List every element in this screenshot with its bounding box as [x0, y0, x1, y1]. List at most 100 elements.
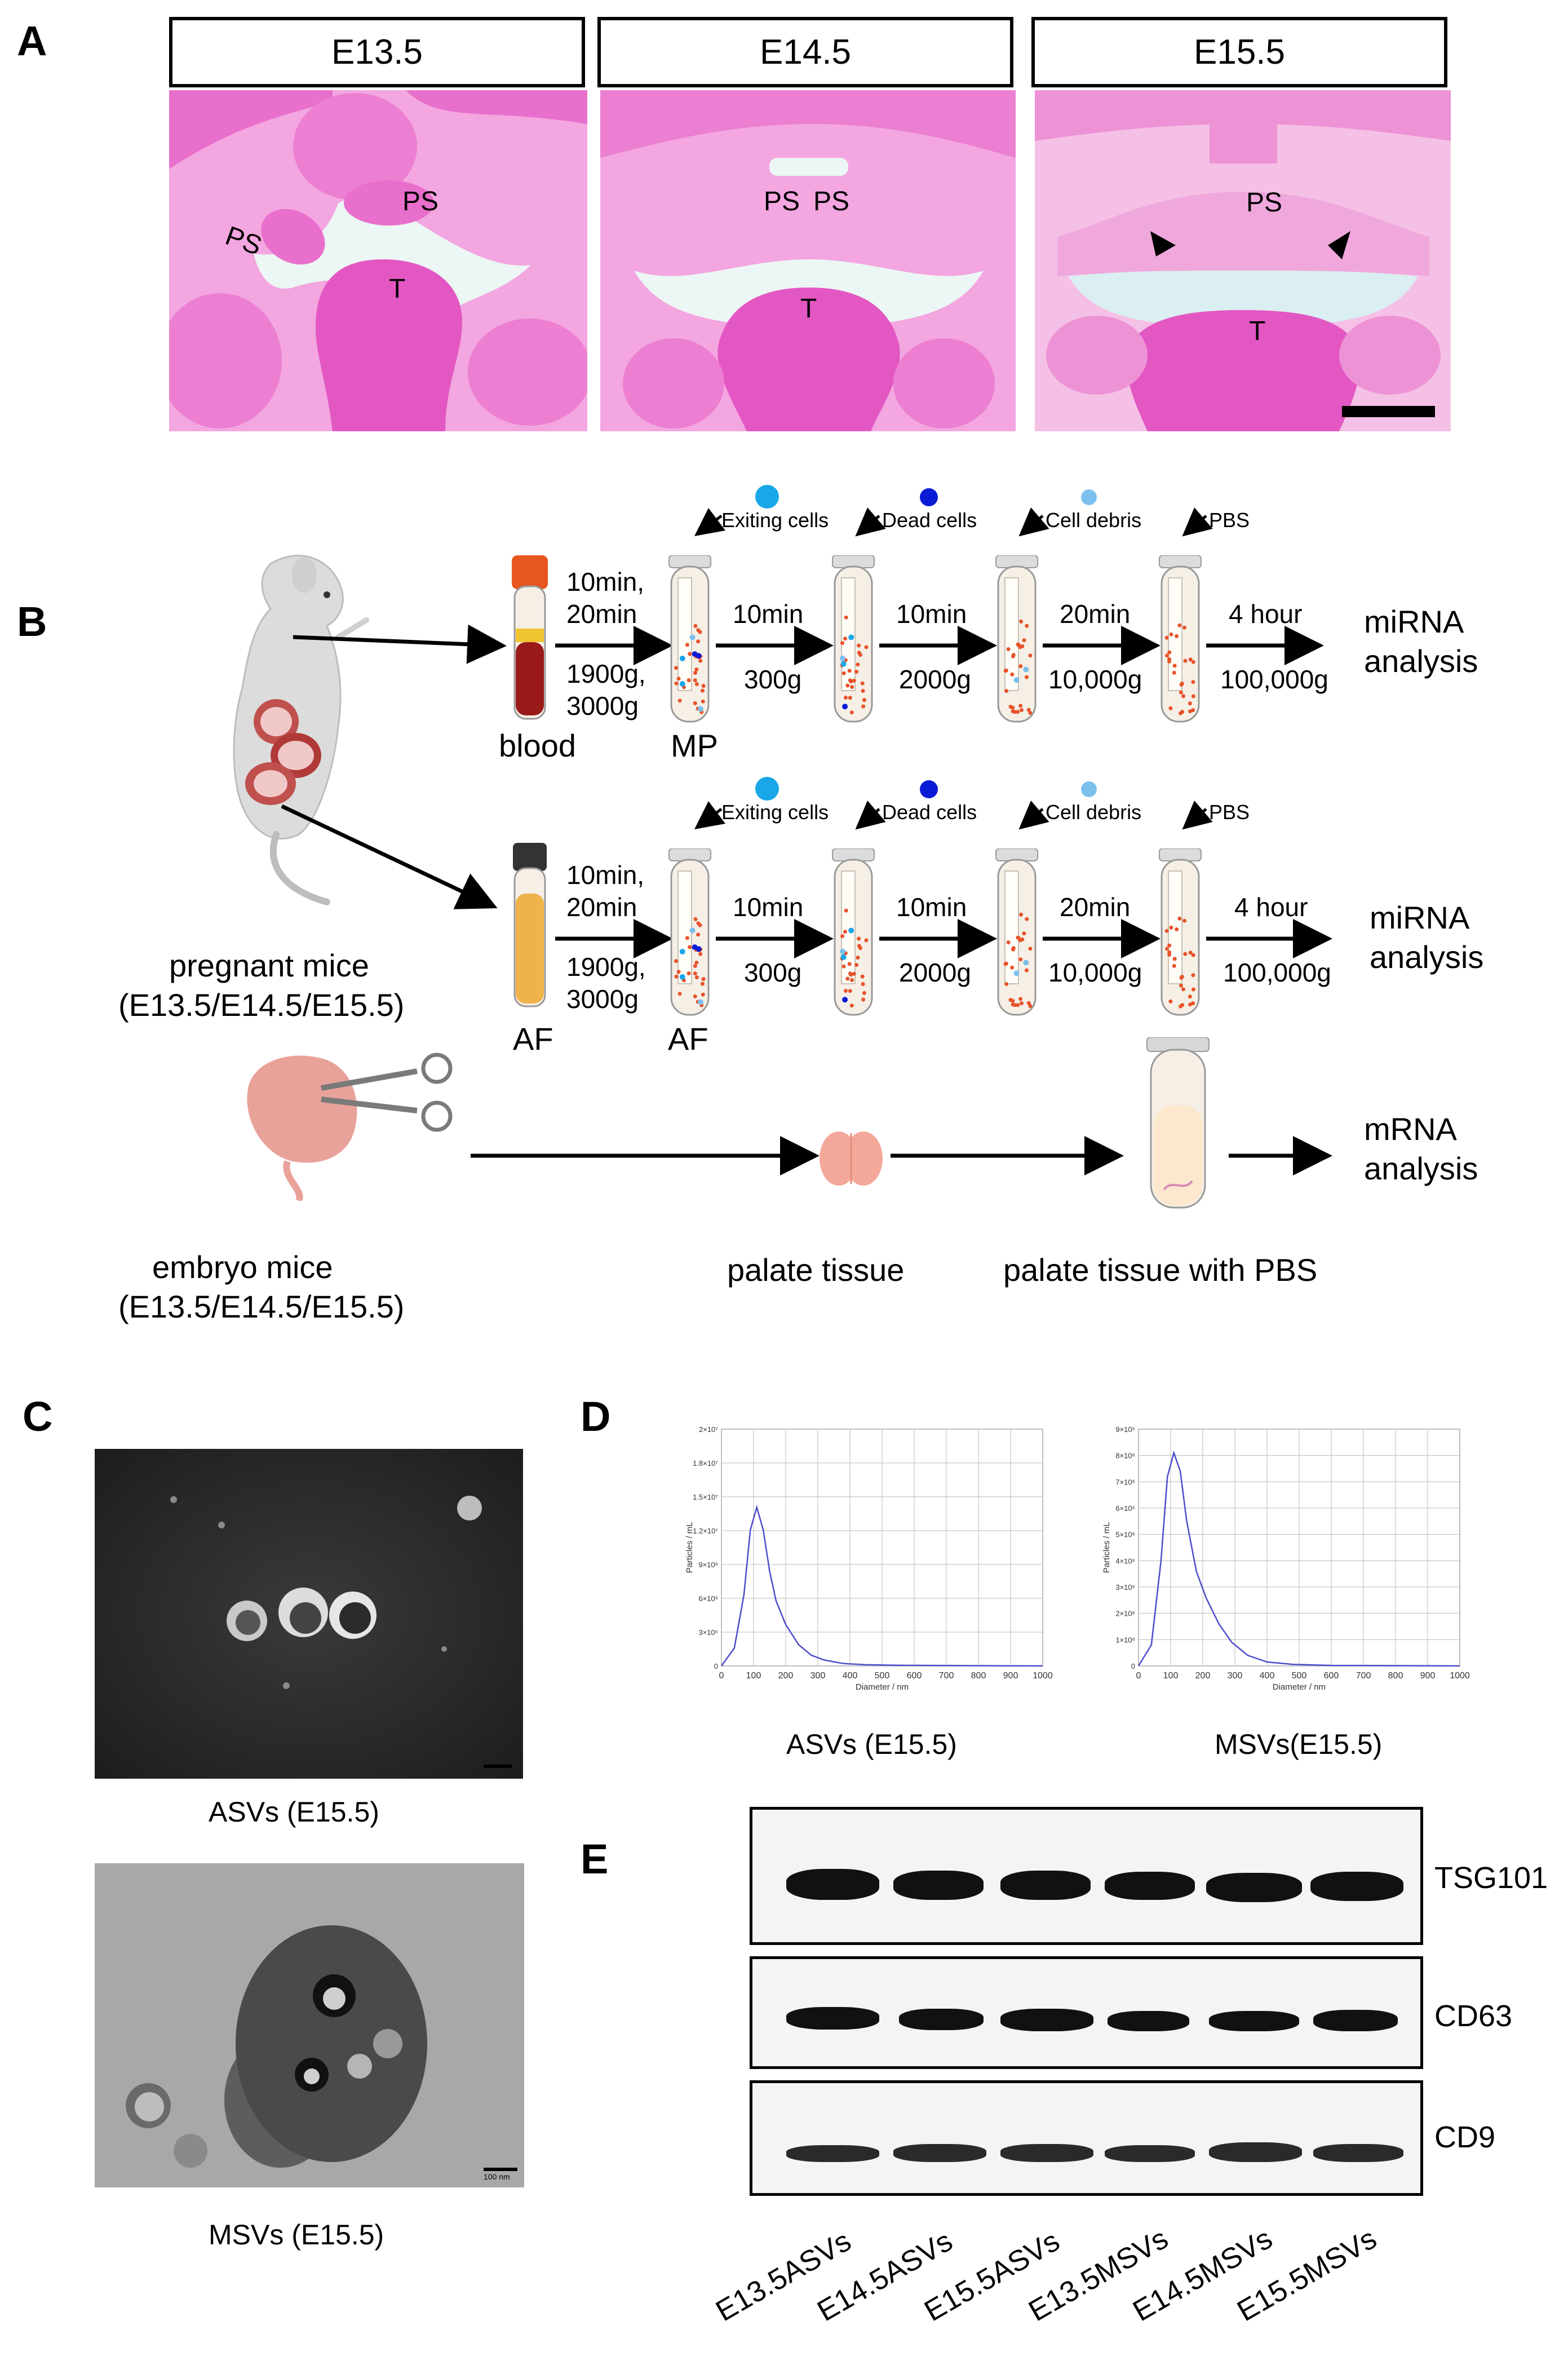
y-tick-label: 1.8×10⁷ [693, 1459, 718, 1467]
band [893, 2144, 986, 2162]
y-tick-label: 3×10⁶ [1115, 1583, 1135, 1592]
row2-step1-bottom: 1900g, [566, 952, 646, 982]
palate-tissue-icon [820, 1131, 883, 1186]
row1-step2-top: 10min [733, 599, 804, 629]
centrifuge-tube [1159, 555, 1202, 723]
palate-tissue-pbs-label: palate tissue with PBS [1003, 1252, 1318, 1288]
x-tick-label: 800 [971, 1671, 986, 1681]
x-tick-label: 700 [939, 1671, 954, 1681]
x-axis-label: Diameter / nm [856, 1682, 909, 1692]
row2-tube-label: AF [668, 1021, 708, 1056]
x-tick-label: 200 [1195, 1671, 1211, 1681]
y-tick-label: 3×10⁶ [698, 1628, 718, 1637]
label-t: T [1249, 316, 1266, 346]
tem-image-asvs [95, 1449, 523, 1779]
stage-label-e15-5: E15.5 [1031, 17, 1447, 87]
x-tick-label: 400 [1260, 1671, 1275, 1681]
row1-step4-bottom: 10,000g [1048, 665, 1142, 694]
x-tick-label: 300 [1228, 1671, 1243, 1681]
row1-step1-bottom2: 3000g [566, 691, 639, 720]
exiting-cells-label: Exiting cells [721, 509, 829, 532]
x-axis-label: Diameter / nm [1273, 1682, 1326, 1692]
centrifuge-tube [832, 848, 875, 1016]
x-tick-label: 100 [746, 1671, 761, 1681]
x-tick-label: 900 [1003, 1671, 1018, 1681]
x-tick-label: 200 [778, 1671, 794, 1681]
nta-caption-asvs: ASVs (E15.5) [786, 1729, 957, 1760]
y-tick-label: 1.2×10⁷ [693, 1527, 718, 1535]
x-tick-label: 100 [1163, 1671, 1179, 1681]
x-tick-label: 500 [875, 1671, 890, 1681]
row3-output-line1: mRNA [1364, 1111, 1457, 1147]
x-tick-label: 300 [810, 1671, 826, 1681]
band [899, 2009, 984, 2030]
band [786, 2007, 879, 2030]
row1-step5-bottom: 100,000g [1220, 665, 1328, 694]
row2-step1-top: 10min, [566, 860, 645, 890]
row1-step3-top: 10min [896, 599, 967, 629]
row2-output-line1: miRNA [1370, 900, 1470, 935]
size-distribution-line [720, 1505, 1043, 1667]
panel-letter-a: A [17, 17, 47, 64]
centrifuge-tube [995, 848, 1038, 1016]
palate-tissue-pbs-tube [1146, 1037, 1210, 1209]
label-t: T [389, 274, 406, 304]
label-ps: PS [1246, 188, 1283, 218]
row2-step5-top: 4 hour [1234, 892, 1308, 922]
row1-output-line1: miRNA [1364, 604, 1464, 639]
y-tick-label: 9×10⁶ [698, 1561, 718, 1569]
centrifuge-tube [668, 555, 711, 723]
protein-label-cd9: CD9 [1434, 2120, 1496, 2154]
flow-arrows [281, 507, 1332, 1175]
band [1209, 2011, 1299, 2031]
row1-tube-label: MP [671, 728, 718, 763]
panel-letter-e: E [581, 1836, 609, 1882]
pregnant-mice-stages: (E13.5/E14.5/E15.5) [118, 987, 405, 1023]
y-tick-label: 8×10⁶ [1115, 1452, 1135, 1460]
row1-step1-bottom: 1900g, [566, 659, 646, 688]
label-ps: PS [813, 187, 850, 216]
centrifuge-tube [668, 848, 711, 1016]
band [1209, 2142, 1302, 2162]
western-blot-cd63 [750, 1956, 1423, 2069]
y-tick-label: 0 [714, 1662, 718, 1670]
stage-label-e14-5: E14.5 [597, 17, 1013, 87]
y-axis-label: Particles / mL [1102, 1522, 1111, 1573]
y-tick-label: 9×10⁶ [1115, 1425, 1135, 1434]
x-tick-label: 500 [1292, 1671, 1307, 1681]
x-tick-label: 1000 [1033, 1671, 1053, 1681]
protein-label-tsg101: TSG101 [1434, 1861, 1548, 1895]
size-distribution-line [1137, 1450, 1460, 1667]
pbs-label: PBS [1209, 801, 1250, 824]
row2-step3-bottom: 2000g [899, 958, 971, 987]
tem-caption-asvs: ASVs (E15.5) [209, 1796, 379, 1828]
band [1000, 1871, 1091, 1900]
x-tick-label: 0 [719, 1671, 724, 1681]
row1-step1-top: 10min, [566, 567, 645, 596]
band [786, 2145, 879, 2162]
row2-step2-bottom: 300g [744, 958, 802, 987]
x-tick-label: 800 [1388, 1671, 1403, 1681]
band [1313, 2144, 1403, 2162]
y-tick-label: 1.5×10⁷ [693, 1493, 718, 1501]
x-tick-label: 600 [907, 1671, 922, 1681]
palate-tissue-label: palate tissue [727, 1252, 905, 1288]
row1-step3-bottom: 2000g [899, 665, 971, 694]
y-tick-label: 6×10⁶ [698, 1594, 718, 1603]
band [1108, 2011, 1189, 2031]
cell-debris-label: Cell debris [1046, 509, 1142, 532]
band [893, 1871, 984, 1900]
exiting-cells-dot [755, 485, 779, 509]
western-blot-tsg101 [750, 1807, 1423, 1945]
x-tick-label: 0 [1136, 1671, 1141, 1681]
y-tick-label: 0 [1131, 1662, 1135, 1670]
tem-scale-bar-label: 100 nm [484, 2172, 510, 2181]
band [1105, 2145, 1195, 2162]
dead-cells-label: Dead cells [882, 801, 977, 824]
label-ps: PS [764, 187, 800, 216]
embryo-mice-stages: (E13.5/E14.5/E15.5) [118, 1289, 405, 1324]
row2-step1-bottom2: 3000g [566, 984, 639, 1014]
x-tick-label: 700 [1356, 1671, 1371, 1681]
